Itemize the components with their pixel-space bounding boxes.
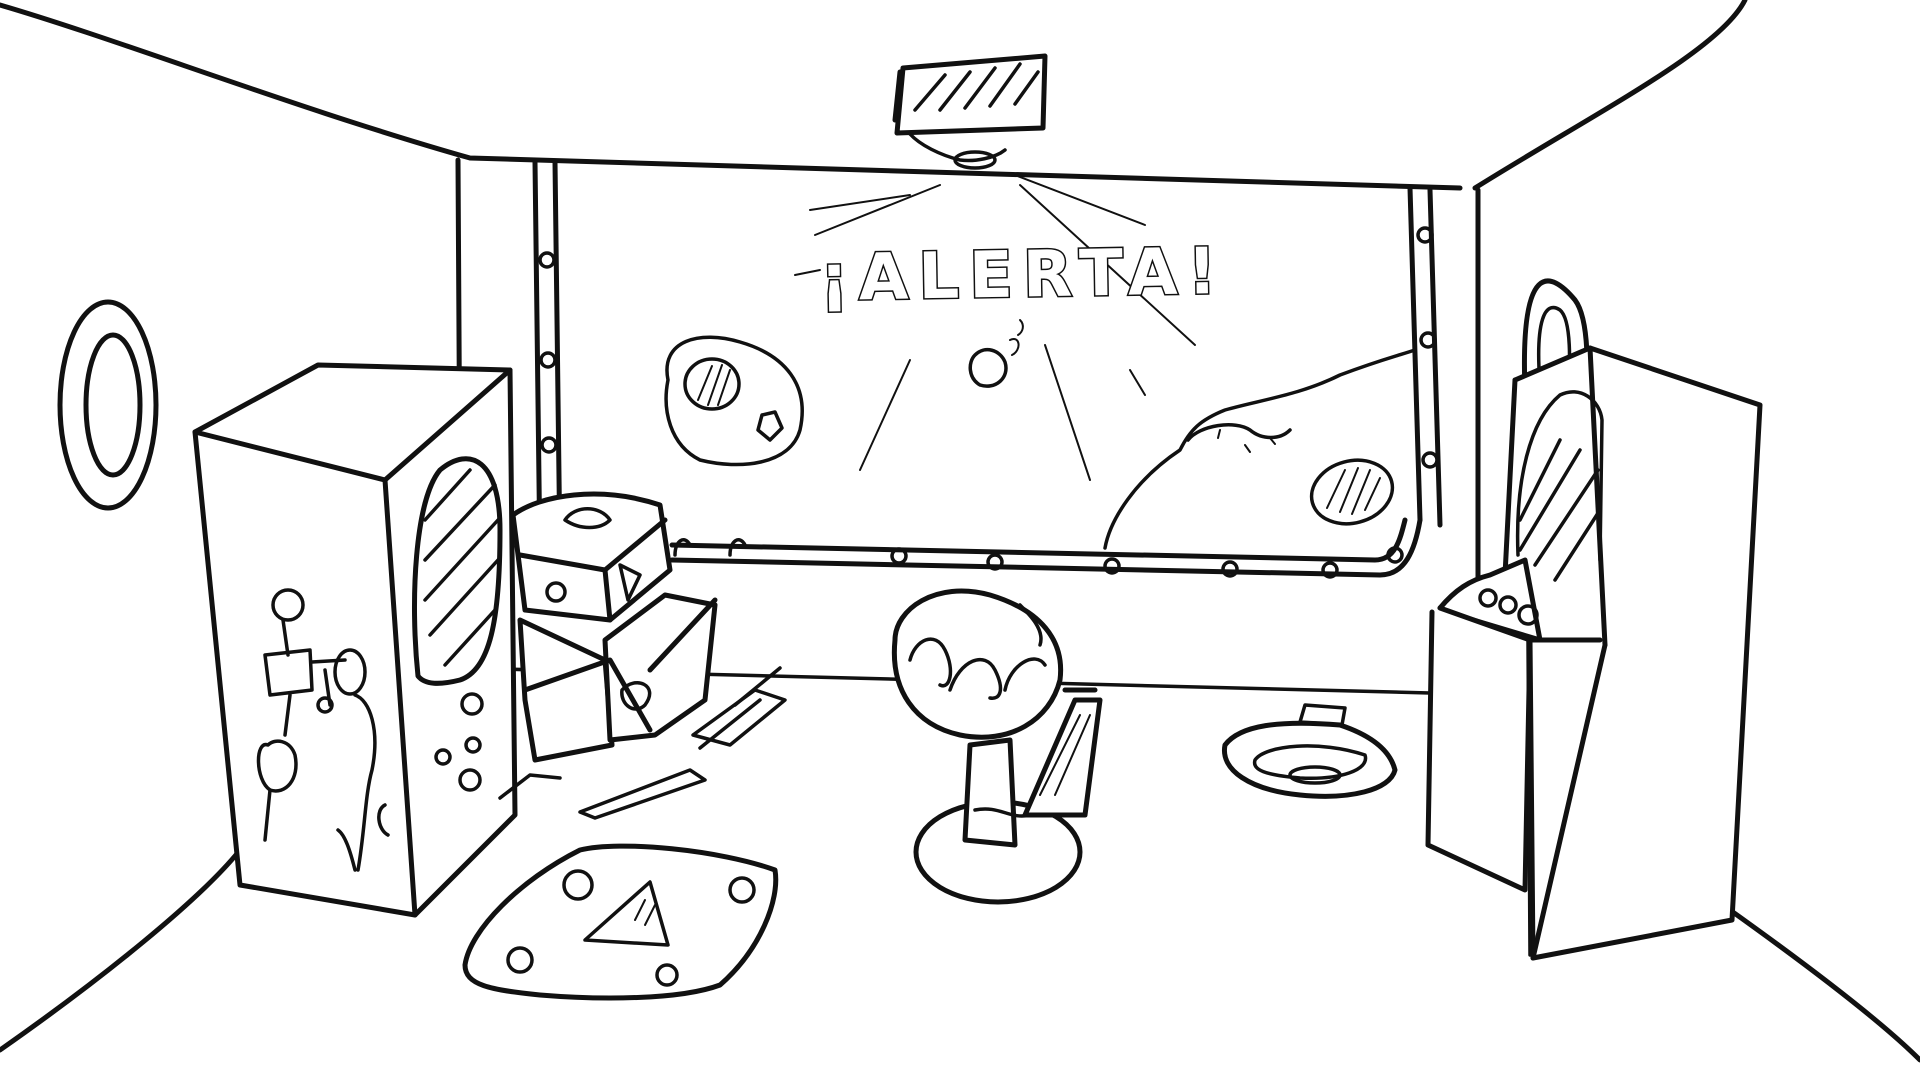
main-window	[532, 159, 1443, 579]
crates	[510, 491, 718, 763]
floor-vent	[1221, 703, 1398, 799]
right-console	[1425, 345, 1763, 961]
floor-grates	[498, 666, 787, 820]
alert-sign: ¡ALERTA!	[794, 174, 1229, 346]
floor-hatch	[462, 843, 779, 1001]
left-porthole	[57, 299, 159, 511]
left-cabinet	[192, 362, 518, 918]
light-rays	[859, 344, 1146, 481]
planet-surface	[1103, 348, 1417, 550]
asteroids	[664, 319, 1024, 467]
ceiling-lamp	[892, 53, 1048, 170]
alert-sign-text: ¡ALERTA!	[819, 235, 1227, 316]
center-pedestal	[891, 588, 1103, 905]
